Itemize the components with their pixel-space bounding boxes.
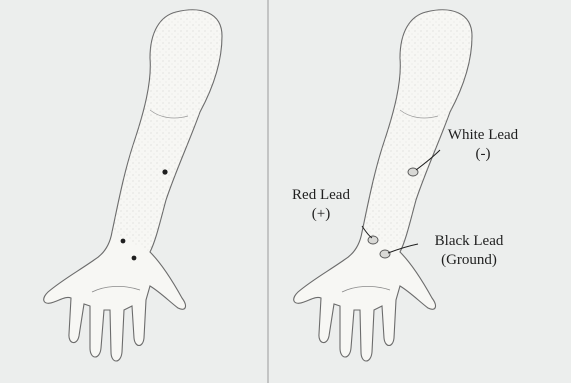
white-lead-name: White Lead [433,126,533,145]
red-lead-name: Red Lead [279,186,363,205]
black-lead-electrode [380,250,390,258]
left-electrode-site-wrist-2 [132,256,137,261]
left-arm-illustration [44,10,222,361]
red-lead-label: Red Lead (+) [279,186,363,224]
black-lead-label: Black Lead (Ground) [414,232,524,270]
red-lead-electrode [368,236,378,244]
black-lead-polarity: (Ground) [414,251,524,270]
black-lead-name: Black Lead [414,232,524,251]
white-lead-polarity: (-) [433,145,533,164]
left-electrode-site-forearm [162,169,167,174]
red-lead-polarity: (+) [279,205,363,224]
left-electrode-site-wrist-1 [121,239,126,244]
white-lead-label: White Lead (-) [433,126,533,164]
